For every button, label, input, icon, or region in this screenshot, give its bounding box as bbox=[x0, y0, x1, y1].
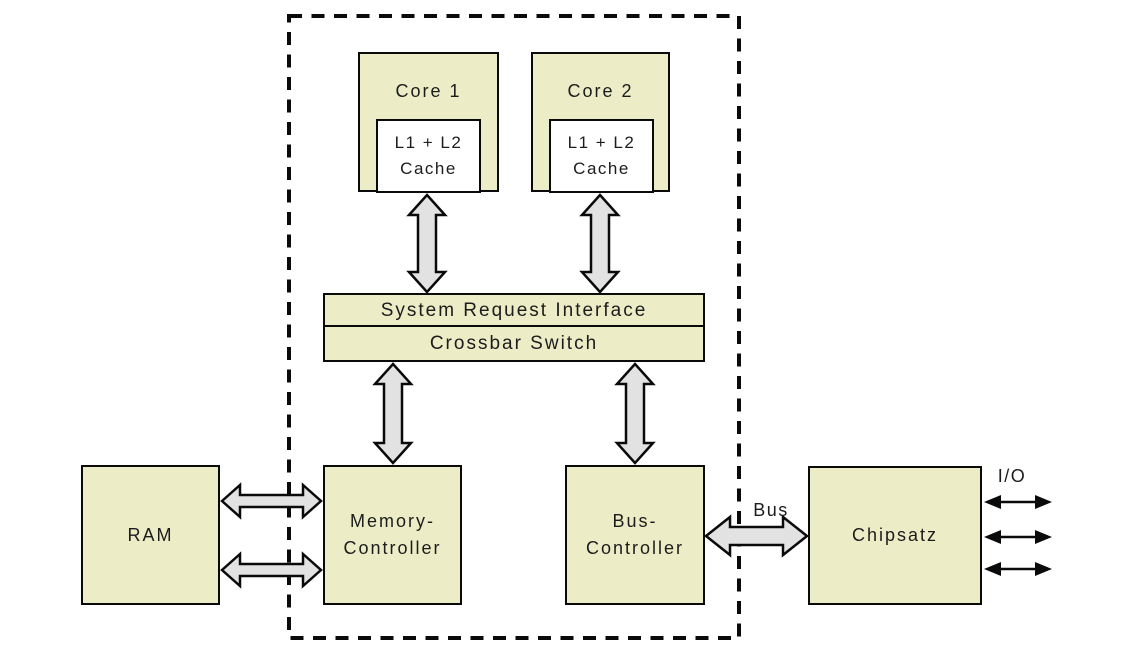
block-arrow-bus bbox=[703, 514, 810, 558]
ram-label: RAM bbox=[127, 524, 174, 545]
node-crossbar-switch: Crossbar Switch bbox=[323, 325, 705, 362]
bus-controller-line1: Bus- bbox=[612, 511, 658, 531]
cache1-line2: Cache bbox=[400, 159, 457, 178]
core2-label: Core 2 bbox=[567, 81, 634, 101]
block-arrow-ram-memctrl-upper bbox=[220, 482, 323, 520]
node-memory-controller: Memory- Controller bbox=[323, 465, 462, 605]
io-label: I/O bbox=[997, 466, 1027, 486]
core1-label: Core 1 bbox=[395, 81, 462, 101]
block-arrow-ram-memctrl-lower bbox=[220, 551, 323, 589]
bus-controller-line2: Controller bbox=[585, 538, 685, 558]
sri-label: System Request Interface bbox=[380, 299, 648, 321]
io-arrow-3 bbox=[984, 562, 1052, 576]
node-bus-controller: Bus- Controller bbox=[565, 465, 705, 605]
cache1-line1: L1 + L2 bbox=[394, 133, 463, 152]
io-arrow-2 bbox=[984, 530, 1052, 544]
bus-label: Bus bbox=[753, 500, 789, 520]
crossbar-label: Crossbar Switch bbox=[429, 333, 599, 354]
block-arrow-crossbar-memctrl bbox=[372, 362, 414, 465]
memory-controller-line2: Controller bbox=[343, 538, 442, 558]
block-arrow-cache2-sri bbox=[579, 193, 621, 294]
io-arrow-1 bbox=[984, 495, 1052, 509]
node-ram: RAM bbox=[81, 465, 220, 605]
node-cache1: L1 + L2 Cache bbox=[376, 119, 481, 193]
chipset-label: Chipsatz bbox=[851, 525, 939, 545]
cache2-line2: Cache bbox=[573, 159, 630, 178]
node-cache2: L1 + L2 Cache bbox=[549, 119, 654, 193]
memory-controller-line1: Memory- bbox=[350, 511, 435, 531]
node-system-request-interface: System Request Interface bbox=[323, 293, 705, 327]
block-arrow-crossbar-busctrl bbox=[614, 362, 656, 465]
cache2-line1: L1 + L2 bbox=[567, 133, 636, 152]
block-arrow-cache1-sri bbox=[406, 193, 448, 294]
node-chipset: Chipsatz bbox=[808, 466, 982, 605]
cpu-package-dashed-outline bbox=[287, 14, 741, 640]
